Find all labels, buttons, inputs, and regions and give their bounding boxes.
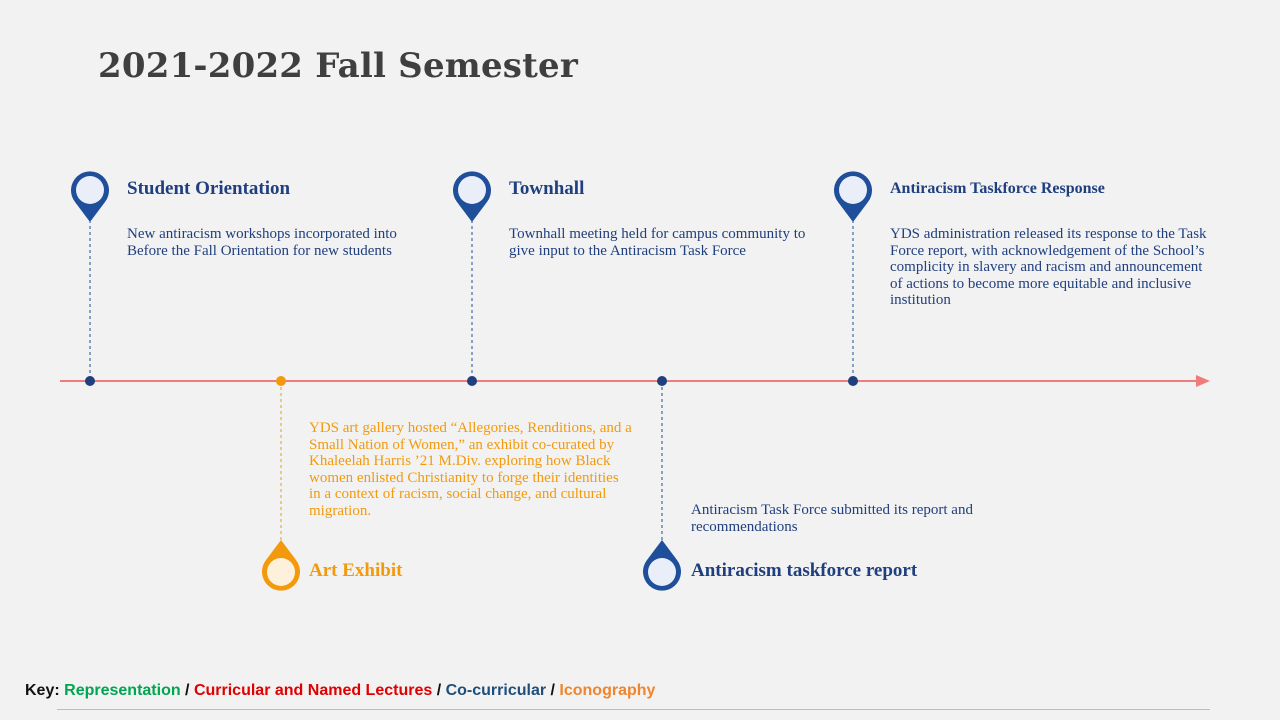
map-pin-icon xyxy=(453,171,491,222)
event-desc-townhall: Townhall meeting held for campus communi… xyxy=(509,226,806,259)
key-separator: / xyxy=(180,682,194,699)
event-title-taskforce-report: Antiracism taskforce report xyxy=(691,560,918,581)
legend-key: Key: Representation / Curricular and Nam… xyxy=(25,682,655,700)
key-representation: Representation xyxy=(64,682,181,699)
event-desc-taskforce-response: YDS administration released its response… xyxy=(890,226,1207,308)
event-title-student-orientation: Student Orientation xyxy=(127,178,291,199)
map-pin-icon xyxy=(262,540,300,591)
key-curricular: Curricular and Named Lectures xyxy=(193,682,433,699)
page-title: 2021-2022 Fall Semester xyxy=(98,46,578,86)
event-desc-taskforce-report: Antiracism Task Force submitted its repo… xyxy=(691,502,973,535)
dot-report xyxy=(657,376,667,386)
event-title-art-exhibit: Art Exhibit xyxy=(309,560,403,581)
dot-townhall xyxy=(467,376,477,386)
dot-response xyxy=(848,376,858,386)
map-pin-icon xyxy=(834,171,872,222)
map-pin-icon xyxy=(71,171,109,222)
map-pin-icon xyxy=(643,540,681,591)
axis-arrow-icon xyxy=(1196,375,1210,387)
event-desc-art-exhibit: YDS art gallery hosted “Allegories, Rend… xyxy=(309,420,632,519)
key-separator: / xyxy=(546,682,560,699)
event-title-townhall: Townhall xyxy=(509,178,585,199)
dot-orientation xyxy=(85,376,95,386)
event-title-taskforce-response: Antiracism Taskforce Response xyxy=(890,180,1105,197)
key-label: Key: xyxy=(25,682,60,699)
dot-art-exhibit xyxy=(276,376,286,386)
event-desc-student-orientation: New antiracism workshops incorporated in… xyxy=(127,226,397,259)
key-iconography: Iconography xyxy=(559,682,656,699)
key-cocurricular: Co-curricular xyxy=(445,682,547,699)
key-separator: / xyxy=(432,682,446,699)
footer-divider xyxy=(57,709,1210,710)
